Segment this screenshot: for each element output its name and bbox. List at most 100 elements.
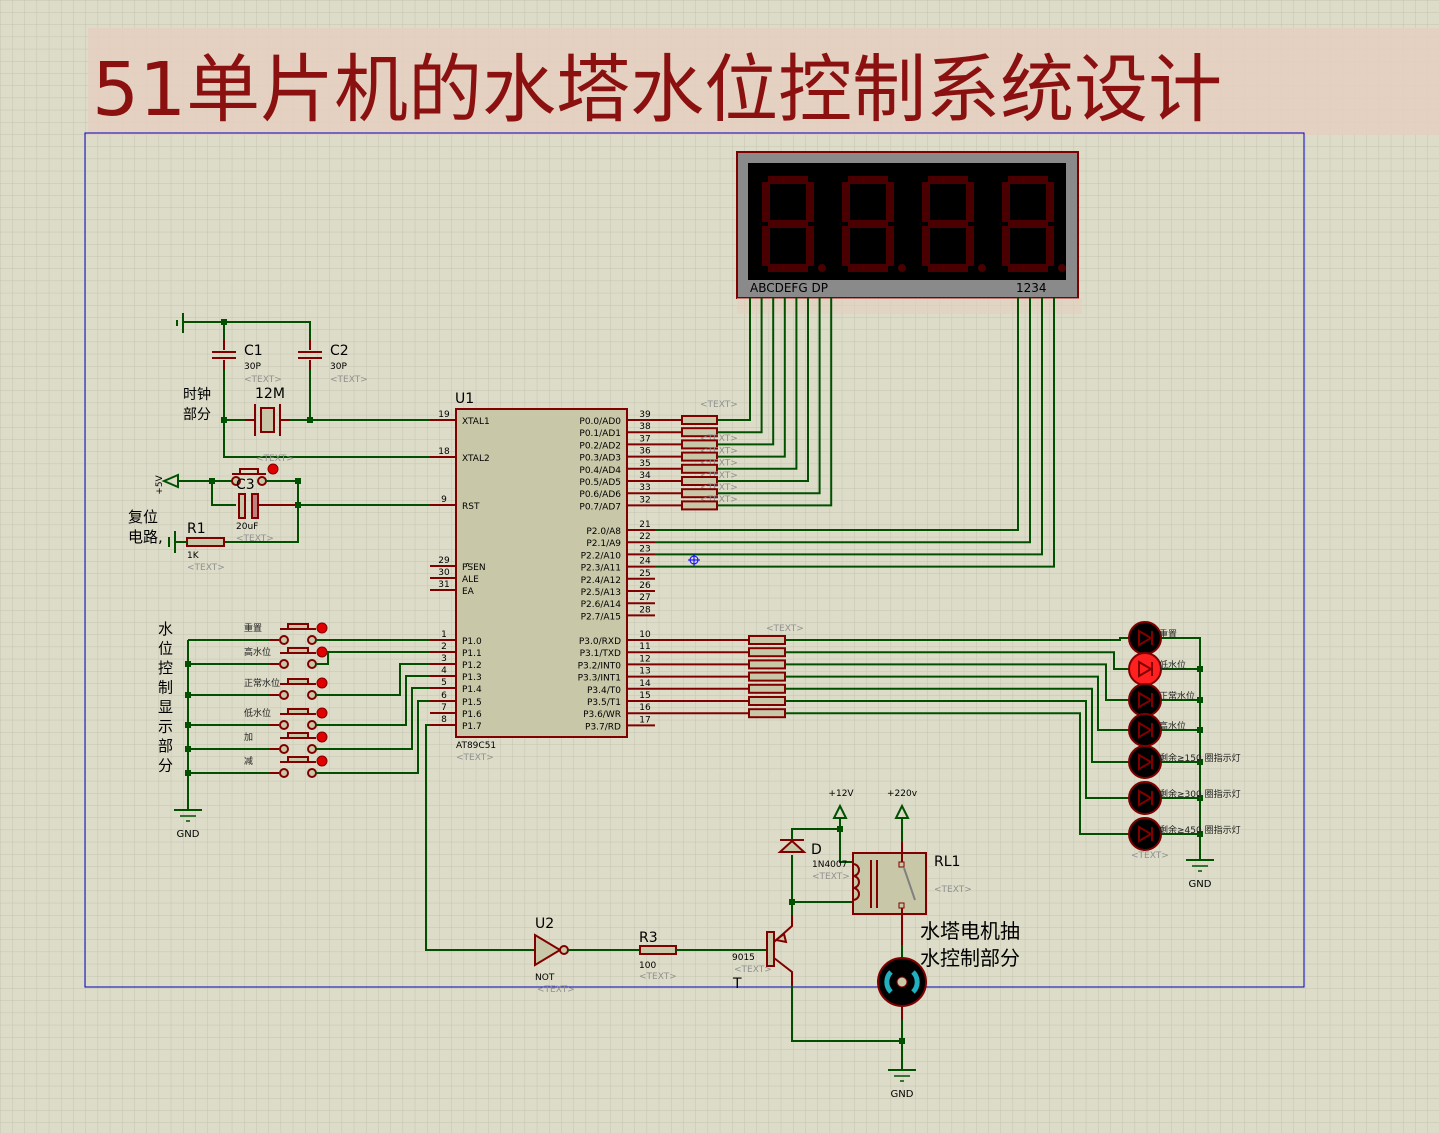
pin-number: 35 <box>639 459 650 469</box>
transistor-ref: T <box>732 976 742 992</box>
diode-ref: D <box>811 842 822 858</box>
text-placeholder: <TEXT> <box>639 972 677 982</box>
pin-number: 12 <box>639 654 650 664</box>
pin-name: P2.7/A15 <box>581 612 621 622</box>
led-body <box>1128 745 1162 779</box>
capacitor-c1-ref: C1 <box>244 343 263 359</box>
pin-number: 14 <box>639 679 651 689</box>
segment <box>1002 226 1010 266</box>
p2-wire <box>655 298 1055 568</box>
pin-number: 26 <box>639 581 651 591</box>
capacitor-c2-value: 30P <box>330 362 347 372</box>
button-contact <box>279 768 289 778</box>
u1-ref: U1 <box>455 391 474 407</box>
diode-symbol-icon <box>1138 629 1153 647</box>
button-contact <box>307 720 317 730</box>
pin-name: P0.0/AD0 <box>579 417 621 427</box>
display-segment-label: ABCDEFG DP <box>750 281 828 295</box>
led-label: 剩余≥150 圈指示灯 <box>1159 752 1241 764</box>
segment <box>1008 220 1048 228</box>
reset-section-label: 复位 <box>128 508 158 526</box>
v220-label: +220v <box>887 789 918 799</box>
pin-number: 5 <box>441 678 447 688</box>
display-digit-label: 1234 <box>1016 281 1047 295</box>
led-label: 低水位 <box>1159 659 1186 671</box>
decimal-point <box>898 264 906 272</box>
led-indicator <box>1128 621 1162 655</box>
push-button[interactable] <box>279 755 328 778</box>
push-button[interactable] <box>279 677 328 700</box>
pin-number: 24 <box>639 557 651 567</box>
pin-number: 4 <box>441 666 447 676</box>
microcontroller-u1 <box>455 408 628 738</box>
diode-symbol-icon <box>1138 721 1153 739</box>
wire <box>316 675 430 726</box>
pin-name: ALE <box>462 575 479 585</box>
wire <box>839 829 853 863</box>
pin-number: 10 <box>639 630 651 640</box>
pin-name: P0.5/AD5 <box>579 478 621 488</box>
led-body <box>1128 713 1162 747</box>
segment <box>806 226 814 266</box>
led-indicator <box>1128 713 1162 747</box>
button-contact <box>307 635 317 645</box>
led-body <box>1128 621 1162 655</box>
p17-wire <box>425 724 535 951</box>
wire <box>266 480 430 506</box>
pin-name: P1.1 <box>462 649 482 659</box>
junction-dot <box>1197 759 1203 765</box>
pin-number: 2 <box>441 642 447 652</box>
button-plunger <box>287 756 309 763</box>
wire <box>316 687 430 750</box>
gnd-label: GND <box>891 1089 914 1100</box>
wire <box>211 481 236 506</box>
junction-dot <box>1197 697 1203 703</box>
button-section-label: 示 <box>158 718 173 736</box>
v12-label: +12V <box>828 789 854 799</box>
junction-dot <box>1197 666 1203 672</box>
p3-resistor <box>748 647 786 658</box>
junction-dot <box>185 722 191 728</box>
segment <box>768 176 808 184</box>
led-indicator <box>1128 652 1162 686</box>
p3-resistor <box>748 683 786 694</box>
junction-dot <box>899 1038 905 1044</box>
push-button[interactable] <box>279 707 328 730</box>
relay-switch-icon <box>903 867 916 901</box>
pin-name: P2.2/A10 <box>581 551 622 561</box>
diode-part: 1N4007 <box>812 860 847 870</box>
pin-number: 34 <box>639 471 651 481</box>
pin-name: P2.5/A13 <box>581 588 621 598</box>
button-label: 重置 <box>244 622 262 634</box>
reset-button <box>231 476 241 486</box>
p0-wire <box>717 298 809 482</box>
text-placeholder: <TEXT> <box>244 375 282 385</box>
diode-symbol-icon <box>1138 691 1153 709</box>
wire <box>316 651 430 665</box>
pin-number: 1 <box>441 630 447 640</box>
p0-wire <box>717 298 751 421</box>
page-title: 51单片机的水塔水位控制系统设计 <box>92 47 1222 133</box>
button-state-icon <box>316 707 328 719</box>
pin-name: P2.4/A12 <box>581 576 621 586</box>
push-button[interactable] <box>279 622 328 645</box>
pin-name: P0.6/AD6 <box>579 490 621 500</box>
button-contact <box>307 768 317 778</box>
led-label: 高水位 <box>1159 720 1186 732</box>
button-plunger <box>287 708 309 715</box>
pin-name: PSEN <box>462 563 486 573</box>
button-state-icon <box>316 677 328 689</box>
segment <box>1008 264 1048 272</box>
segment <box>1046 182 1054 222</box>
gnd-label: GND <box>1189 879 1212 890</box>
pin-number: 8 <box>441 715 447 725</box>
pin-number: 36 <box>639 447 651 457</box>
capacitor-c3 <box>238 493 246 519</box>
crystal-value: 12M <box>255 386 285 402</box>
p2-wire <box>655 298 1043 556</box>
transistor-9015 <box>766 931 775 967</box>
segment <box>966 182 974 222</box>
button-plunger <box>287 678 309 685</box>
wire <box>224 505 299 543</box>
